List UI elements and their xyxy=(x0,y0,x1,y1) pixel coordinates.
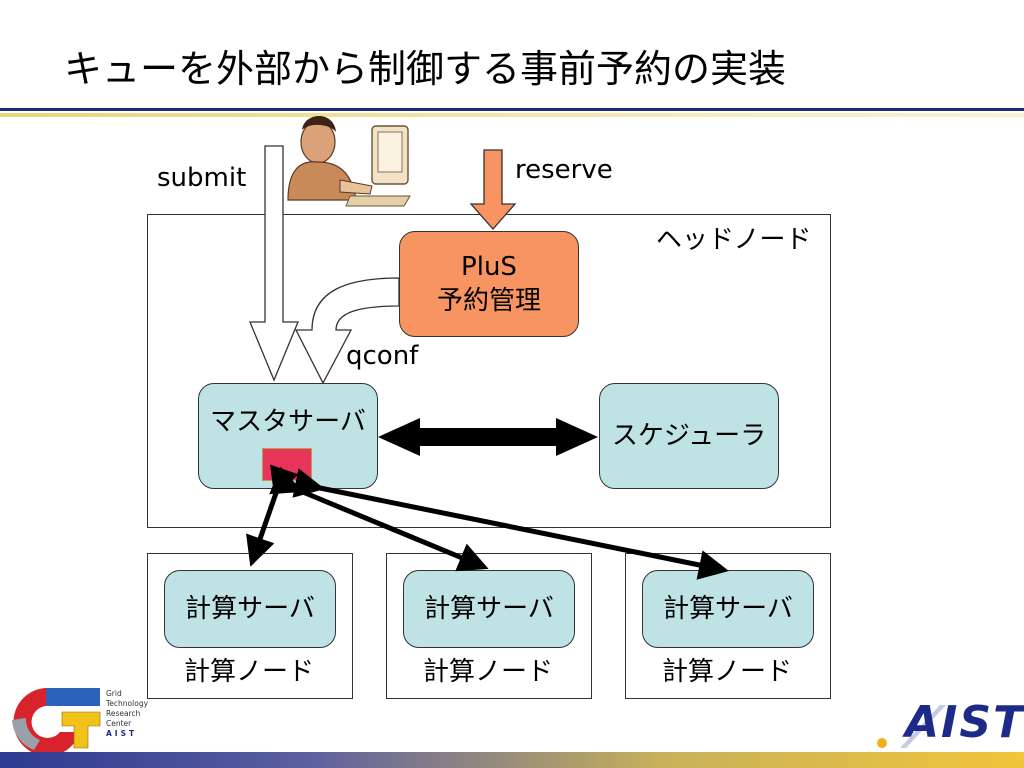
compute-server-label-2: 計算サーバ xyxy=(424,594,554,624)
qconf-label: qconf xyxy=(346,341,419,371)
gtrc-line-2: Technology xyxy=(106,699,149,708)
reserve-label: reserve xyxy=(515,155,613,185)
master-scheduler-arrow xyxy=(378,418,598,456)
submit-label: submit xyxy=(157,163,247,193)
title-divider-accent xyxy=(0,113,1024,117)
master-compute-arrow-3 xyxy=(292,468,729,580)
gtrc-line-3: Research xyxy=(106,709,141,718)
submit-arrow xyxy=(249,145,299,382)
head-node-label: ヘッドノード xyxy=(656,225,812,255)
user-at-computer-icon xyxy=(287,116,411,207)
gtrc-line-5: AIST xyxy=(106,729,138,738)
footer-bar xyxy=(0,752,1024,768)
compute-server-box-2: 計算サーバ xyxy=(403,570,575,648)
compute-server-label-3: 計算サーバ xyxy=(663,594,793,624)
scheduler-label: スケジューラ xyxy=(611,421,767,451)
master-server-label: マスタサーバ xyxy=(210,407,366,437)
gtrc-line-1: Grid xyxy=(106,689,122,698)
page-title: キューを外部から制御する事前予約の実装 xyxy=(64,47,787,91)
compute-server-box-1: 計算サーバ xyxy=(164,570,336,648)
compute-node-label-1: 計算ノード xyxy=(183,657,314,687)
plus-reservation-label: PluS 予約管理 xyxy=(436,252,541,316)
title-divider xyxy=(0,108,1024,111)
compute-server-label-1: 計算サーバ xyxy=(185,594,315,624)
aist-logo-text: AIST xyxy=(905,697,1024,748)
compute-server-box-3: 計算サーバ xyxy=(642,570,814,648)
reserve-arrow xyxy=(469,149,517,230)
compute-node-label-3: 計算ノード xyxy=(661,657,792,687)
plus-reservation-box: PluS 予約管理 xyxy=(399,231,579,337)
gtrc-logo-icon xyxy=(12,688,101,756)
master-compute-arrow-1 xyxy=(246,464,299,567)
aist-logo-icon xyxy=(877,705,946,748)
gtrc-logo-text: Grid Technology Research Center AIST xyxy=(106,689,148,739)
gtrc-line-4: Center xyxy=(106,719,132,728)
compute-node-label-2: 計算ノード xyxy=(422,657,553,687)
qconf-arrow xyxy=(294,277,400,385)
